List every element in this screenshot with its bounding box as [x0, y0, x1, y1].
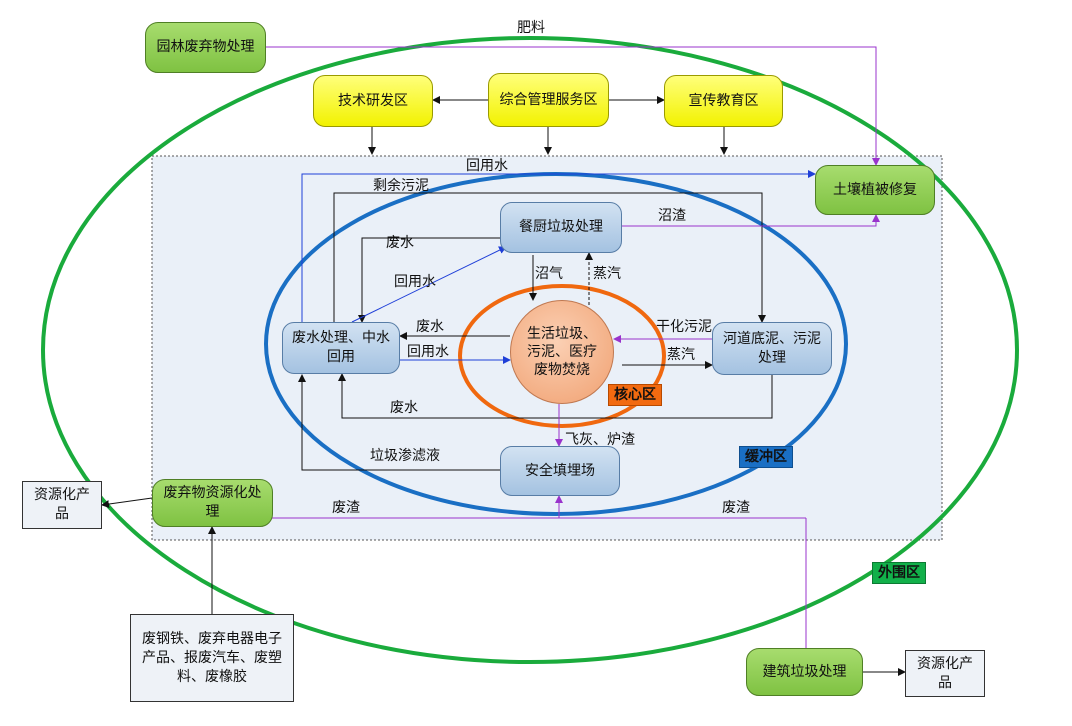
wastewater-box: 废水处理、中水回用: [282, 322, 400, 374]
waste-residue-left-label: 废渣: [332, 500, 360, 516]
admin-service-box: 综合管理服务区: [488, 73, 609, 127]
kitchen-waste-box: 餐厨垃圾处理: [500, 202, 622, 253]
outer-zone-ring: [41, 36, 1019, 664]
reclaimed-water-mid-label: 回用水: [394, 274, 436, 290]
landfill-box: 安全填埋场: [500, 446, 620, 496]
fly-ash-label: 飞灰、炉渣: [565, 432, 635, 448]
leachate-label: 垃圾渗滤液: [370, 448, 440, 464]
surplus-sludge-label: 剩余污泥: [373, 178, 429, 194]
resource-waste-box: 废弃物资源化处理: [152, 479, 273, 527]
incineration-core: 生活垃圾、污泥、医疗废物焚烧: [510, 300, 614, 404]
soil-restore-box: 土壤植被修复: [815, 165, 935, 215]
outer-zone-tag: 外围区: [872, 562, 926, 584]
biogas-residue-label: 沼渣: [658, 208, 686, 224]
construction-waste-box: 建筑垃圾处理: [746, 648, 863, 696]
river-sludge-box: 河道底泥、污泥处理: [712, 322, 832, 375]
biogas-label: 沼气: [535, 266, 563, 282]
dried-sludge-label: 干化污泥: [656, 319, 712, 335]
waste-water-bottom-label: 废水: [390, 400, 418, 416]
tech-rd-box: 技术研发区: [313, 75, 433, 127]
core-zone-ring: [458, 284, 666, 428]
steam-right-label: 蒸汽: [667, 347, 695, 363]
fertilizer-label: 肥料: [517, 20, 545, 36]
scrap-sources-box: 废钢铁、废弃电器电子产品、报废汽车、废塑料、废橡胶: [130, 614, 294, 702]
garden-waste-box: 园林废弃物处理: [145, 22, 266, 73]
waste-water-core-label: 废水: [416, 319, 444, 335]
resource-product-right-box: 资源化产品: [905, 650, 985, 697]
buffer-zone-tag: 缓冲区: [739, 446, 793, 468]
core-zone-tag: 核心区: [608, 384, 662, 406]
publicity-edu-box: 宣传教育区: [664, 75, 783, 127]
resource-product-left-box: 资源化产品: [22, 481, 102, 529]
waste-water-upper-label: 废水: [386, 235, 414, 251]
waste-residue-right-label: 废渣: [722, 500, 750, 516]
reclaimed-water-core-label: 回用水: [407, 344, 449, 360]
steam-up-label: 蒸汽: [593, 266, 621, 282]
reclaimed-water-top-label: 回用水: [466, 158, 508, 174]
